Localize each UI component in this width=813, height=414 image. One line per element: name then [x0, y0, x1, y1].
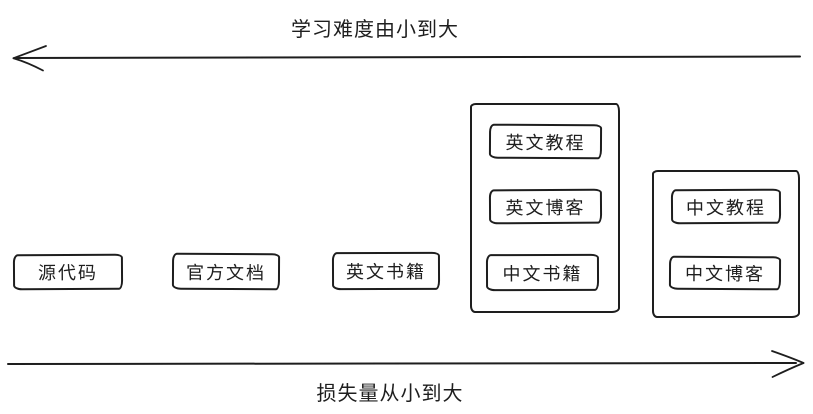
box-label: 源代码	[37, 262, 99, 284]
bottom-axis-label: 损失量从小到大	[316, 383, 464, 405]
box-chinese-books: 中文书籍	[485, 253, 600, 292]
top-axis-label: 学习难度由小到大	[291, 19, 459, 41]
box-label: 中文书籍	[502, 263, 583, 284]
right-arrow	[7, 350, 805, 378]
box-english-books: 英文书籍	[331, 251, 441, 291]
box-english-blogs: 英文博客	[488, 188, 603, 225]
box-chinese-tutorials: 中文教程	[670, 188, 782, 225]
box-label: 英文教程	[505, 132, 586, 153]
group-chinese-resources: 中文教程 中文博客	[652, 170, 800, 318]
box-source-code: 源代码	[12, 253, 124, 291]
box-label: 官方文档	[185, 262, 267, 283]
box-label: 中文博客	[684, 263, 766, 285]
box-chinese-blogs: 中文博客	[668, 255, 782, 291]
box-official-docs: 官方文档	[171, 252, 281, 291]
group-english-resources: 英文教程 英文博客 中文书籍	[470, 103, 620, 313]
left-arrow	[12, 45, 801, 72]
box-label: 英文博客	[505, 197, 586, 218]
box-label: 中文教程	[685, 197, 767, 218]
box-english-tutorials: 英文教程	[488, 123, 603, 160]
box-label: 英文书籍	[345, 261, 427, 283]
